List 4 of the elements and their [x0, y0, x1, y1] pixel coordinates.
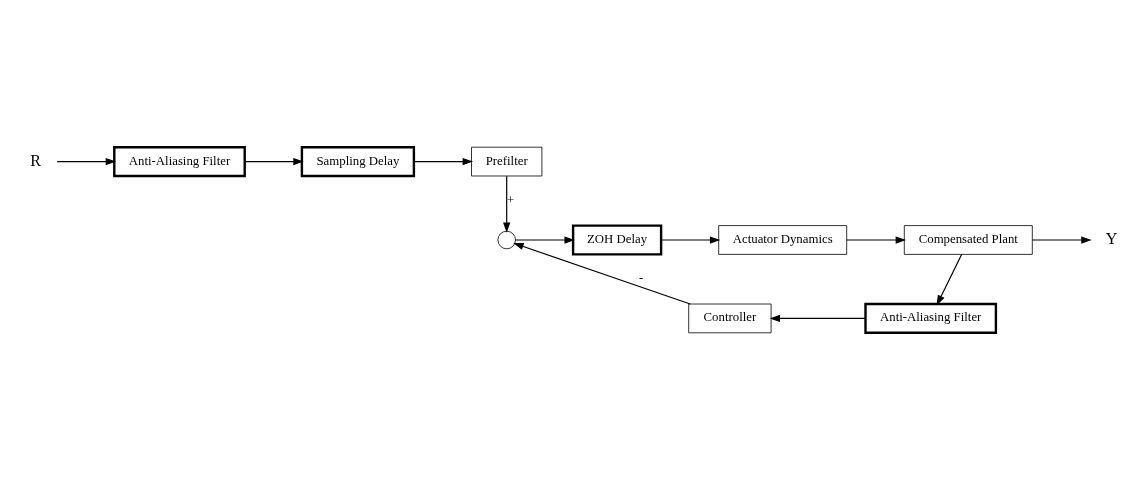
node-text: Y [1105, 229, 1118, 247]
edge-label: + [507, 192, 515, 207]
node-text: R [30, 151, 41, 169]
edge-label: - [638, 270, 644, 285]
